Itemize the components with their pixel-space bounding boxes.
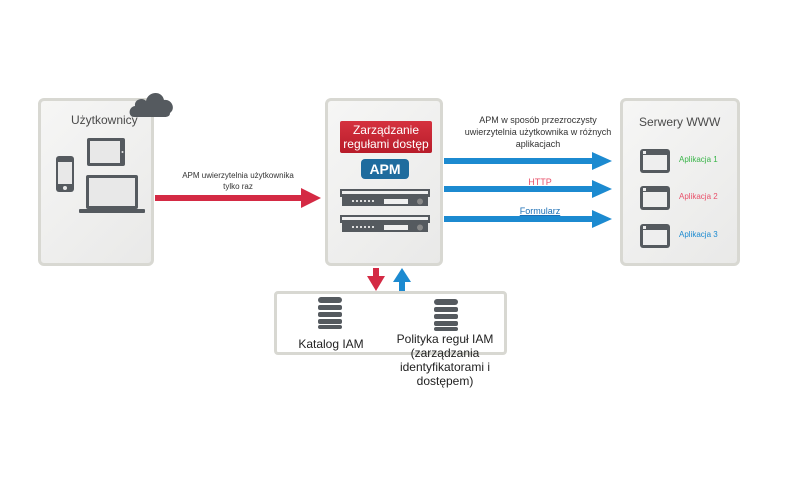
arrow-app-3 (444, 210, 612, 228)
laptop-icon (79, 175, 145, 213)
browser-window-icon (640, 149, 670, 173)
up-arrow (393, 268, 411, 291)
apm-to-servers-label: APM w sposób przezroczysty uwierzytelnia… (464, 115, 612, 149)
form-label: Formularz (519, 206, 561, 216)
apm-panel: Zarządzanie regułami dostęp APM (325, 98, 443, 266)
arrow-app-1 (444, 152, 612, 170)
iam-panel (274, 291, 507, 355)
servers-title: Serwery WWW (639, 115, 721, 129)
users-to-apm-arrow (155, 188, 321, 208)
servers-panel: Serwery WWW Aplikacja 1 Aplikacja 2 Apli… (620, 98, 740, 266)
browser-window-icon (640, 186, 670, 210)
app-row: Aplikacja 2 (639, 185, 718, 211)
users-panel: Użytkownicy (38, 98, 154, 266)
apm-to-servers-arrows (444, 152, 612, 228)
catalog-iam-label: Katalog IAM (298, 337, 364, 351)
access-management-banner: Zarządzanie regułami dostęp (340, 121, 432, 153)
database-icon (434, 299, 458, 331)
app-row: Aplikacja 1 (639, 148, 718, 174)
database-icon (318, 297, 342, 329)
arrow-app-2 (444, 180, 612, 198)
iam-policy-label: Polityka reguł IAM (zarządzania identyfi… (396, 332, 494, 388)
smartphone-icon (56, 156, 74, 192)
users-title: Użytkownicy (71, 113, 138, 127)
app-label-1: Aplikacja 1 (679, 155, 718, 164)
browser-window-icon (640, 224, 670, 248)
tablet-icon (87, 138, 125, 166)
server-appliance-icon (340, 215, 430, 232)
apm-badge: APM (361, 159, 409, 179)
http-label: HTTP (528, 177, 552, 187)
users-to-apm-label: APM uwierzytelnia użytkownika tylko raz (182, 171, 294, 191)
app-label-3: Aplikacja 3 (679, 230, 718, 239)
app-row: Aplikacja 3 (639, 223, 718, 249)
app-label-2: Aplikacja 2 (679, 192, 718, 201)
cloud-icon (129, 92, 173, 117)
server-appliance-icon (340, 189, 430, 206)
down-arrow (367, 268, 385, 291)
